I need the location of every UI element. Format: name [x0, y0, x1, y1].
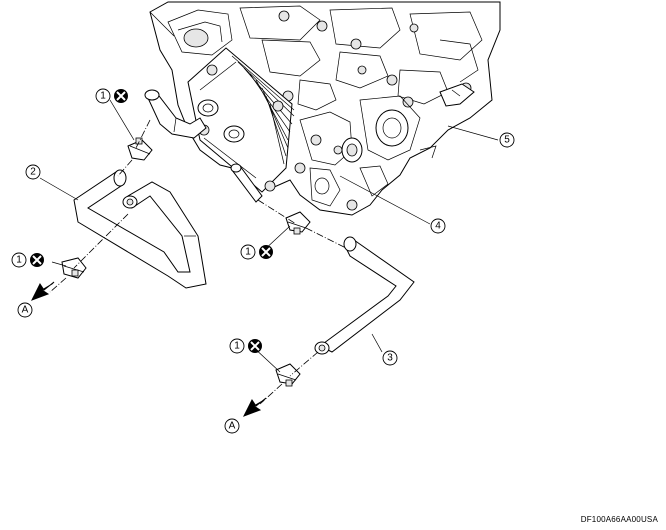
oil-cooler: [187, 47, 295, 193]
direction-arrow-a-left: [30, 281, 55, 301]
callout-4: 4: [430, 218, 446, 234]
callout-1: 1: [229, 338, 245, 354]
svg-text:A: A: [229, 421, 236, 432]
callout-1: 1: [95, 88, 111, 104]
callout-1: 1: [11, 252, 27, 268]
svg-text:5: 5: [504, 135, 510, 146]
svg-text:4: 4: [435, 221, 441, 232]
callout-5: 5: [499, 132, 515, 148]
do-not-reuse-icon: [248, 339, 262, 353]
svg-text:1: 1: [245, 247, 251, 258]
engine-bolts: [263, 10, 472, 211]
cooler-inlet-hose: [144, 89, 207, 139]
coolant-pipe: [230, 163, 263, 203]
hose-clamp-upper: [127, 137, 153, 161]
hose-clamp-middle: [285, 211, 311, 235]
svg-text:3: 3: [387, 353, 393, 364]
callout-a: A: [224, 418, 240, 434]
do-not-reuse-icon: [30, 253, 44, 267]
reference-code: DF100A66AA00USA: [580, 515, 658, 524]
do-not-reuse-icon: [259, 245, 273, 259]
svg-text:A: A: [22, 305, 29, 316]
assembly-lines: [49, 119, 347, 405]
hose-clamp-lower: [275, 363, 301, 387]
water-hose-3: [314, 236, 415, 355]
do-not-reuse-icon: [114, 89, 128, 103]
callout-2: 2: [25, 164, 41, 180]
callout-1: 1: [240, 244, 256, 260]
callout-3: 3: [382, 350, 398, 366]
callout-a: A: [17, 302, 33, 318]
svg-text:1: 1: [16, 255, 22, 266]
water-hose-2: [73, 169, 207, 289]
direction-arrow-a-bottom: [242, 397, 267, 417]
svg-text:2: 2: [30, 167, 36, 178]
svg-text:1: 1: [234, 341, 240, 352]
svg-text:1: 1: [100, 91, 106, 102]
